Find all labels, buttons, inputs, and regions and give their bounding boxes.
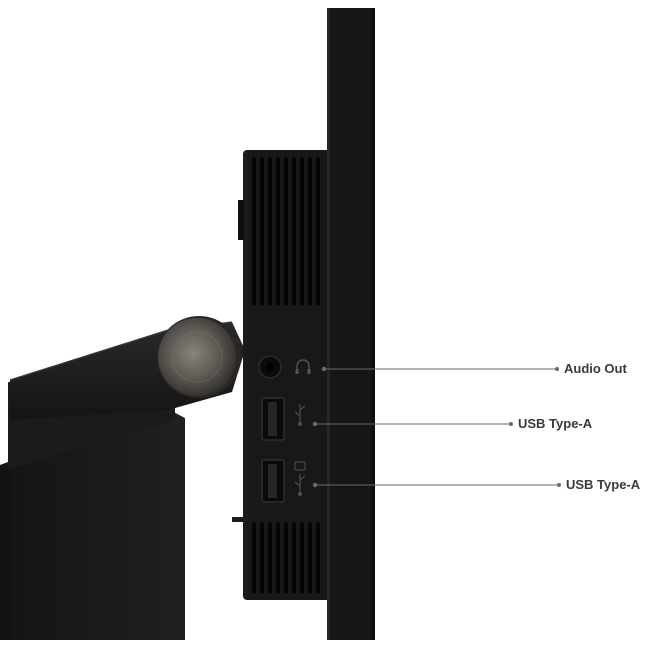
housing-latch bbox=[232, 517, 246, 522]
usb-charging-icon bbox=[294, 461, 306, 496]
callout-line-usb-2 bbox=[312, 482, 561, 488]
usb-port-2 bbox=[261, 459, 285, 503]
audio-out-port bbox=[258, 355, 282, 379]
bottom-vent bbox=[252, 523, 320, 593]
callout-line-audio bbox=[321, 366, 559, 372]
usb-icon bbox=[294, 404, 306, 426]
headphone-icon bbox=[295, 359, 311, 374]
usb-port-1 bbox=[261, 397, 285, 441]
audio-out-label: Audio Out bbox=[564, 361, 627, 376]
monitor-panel bbox=[327, 8, 375, 640]
callout-line-usb-1 bbox=[312, 421, 513, 427]
usb-type-a-label-2: USB Type-A bbox=[566, 477, 641, 492]
monitor-stand bbox=[0, 382, 185, 640]
hinge-knob bbox=[157, 316, 241, 398]
top-vent bbox=[252, 157, 320, 305]
usb-type-a-label-1: USB Type-A bbox=[518, 416, 593, 431]
